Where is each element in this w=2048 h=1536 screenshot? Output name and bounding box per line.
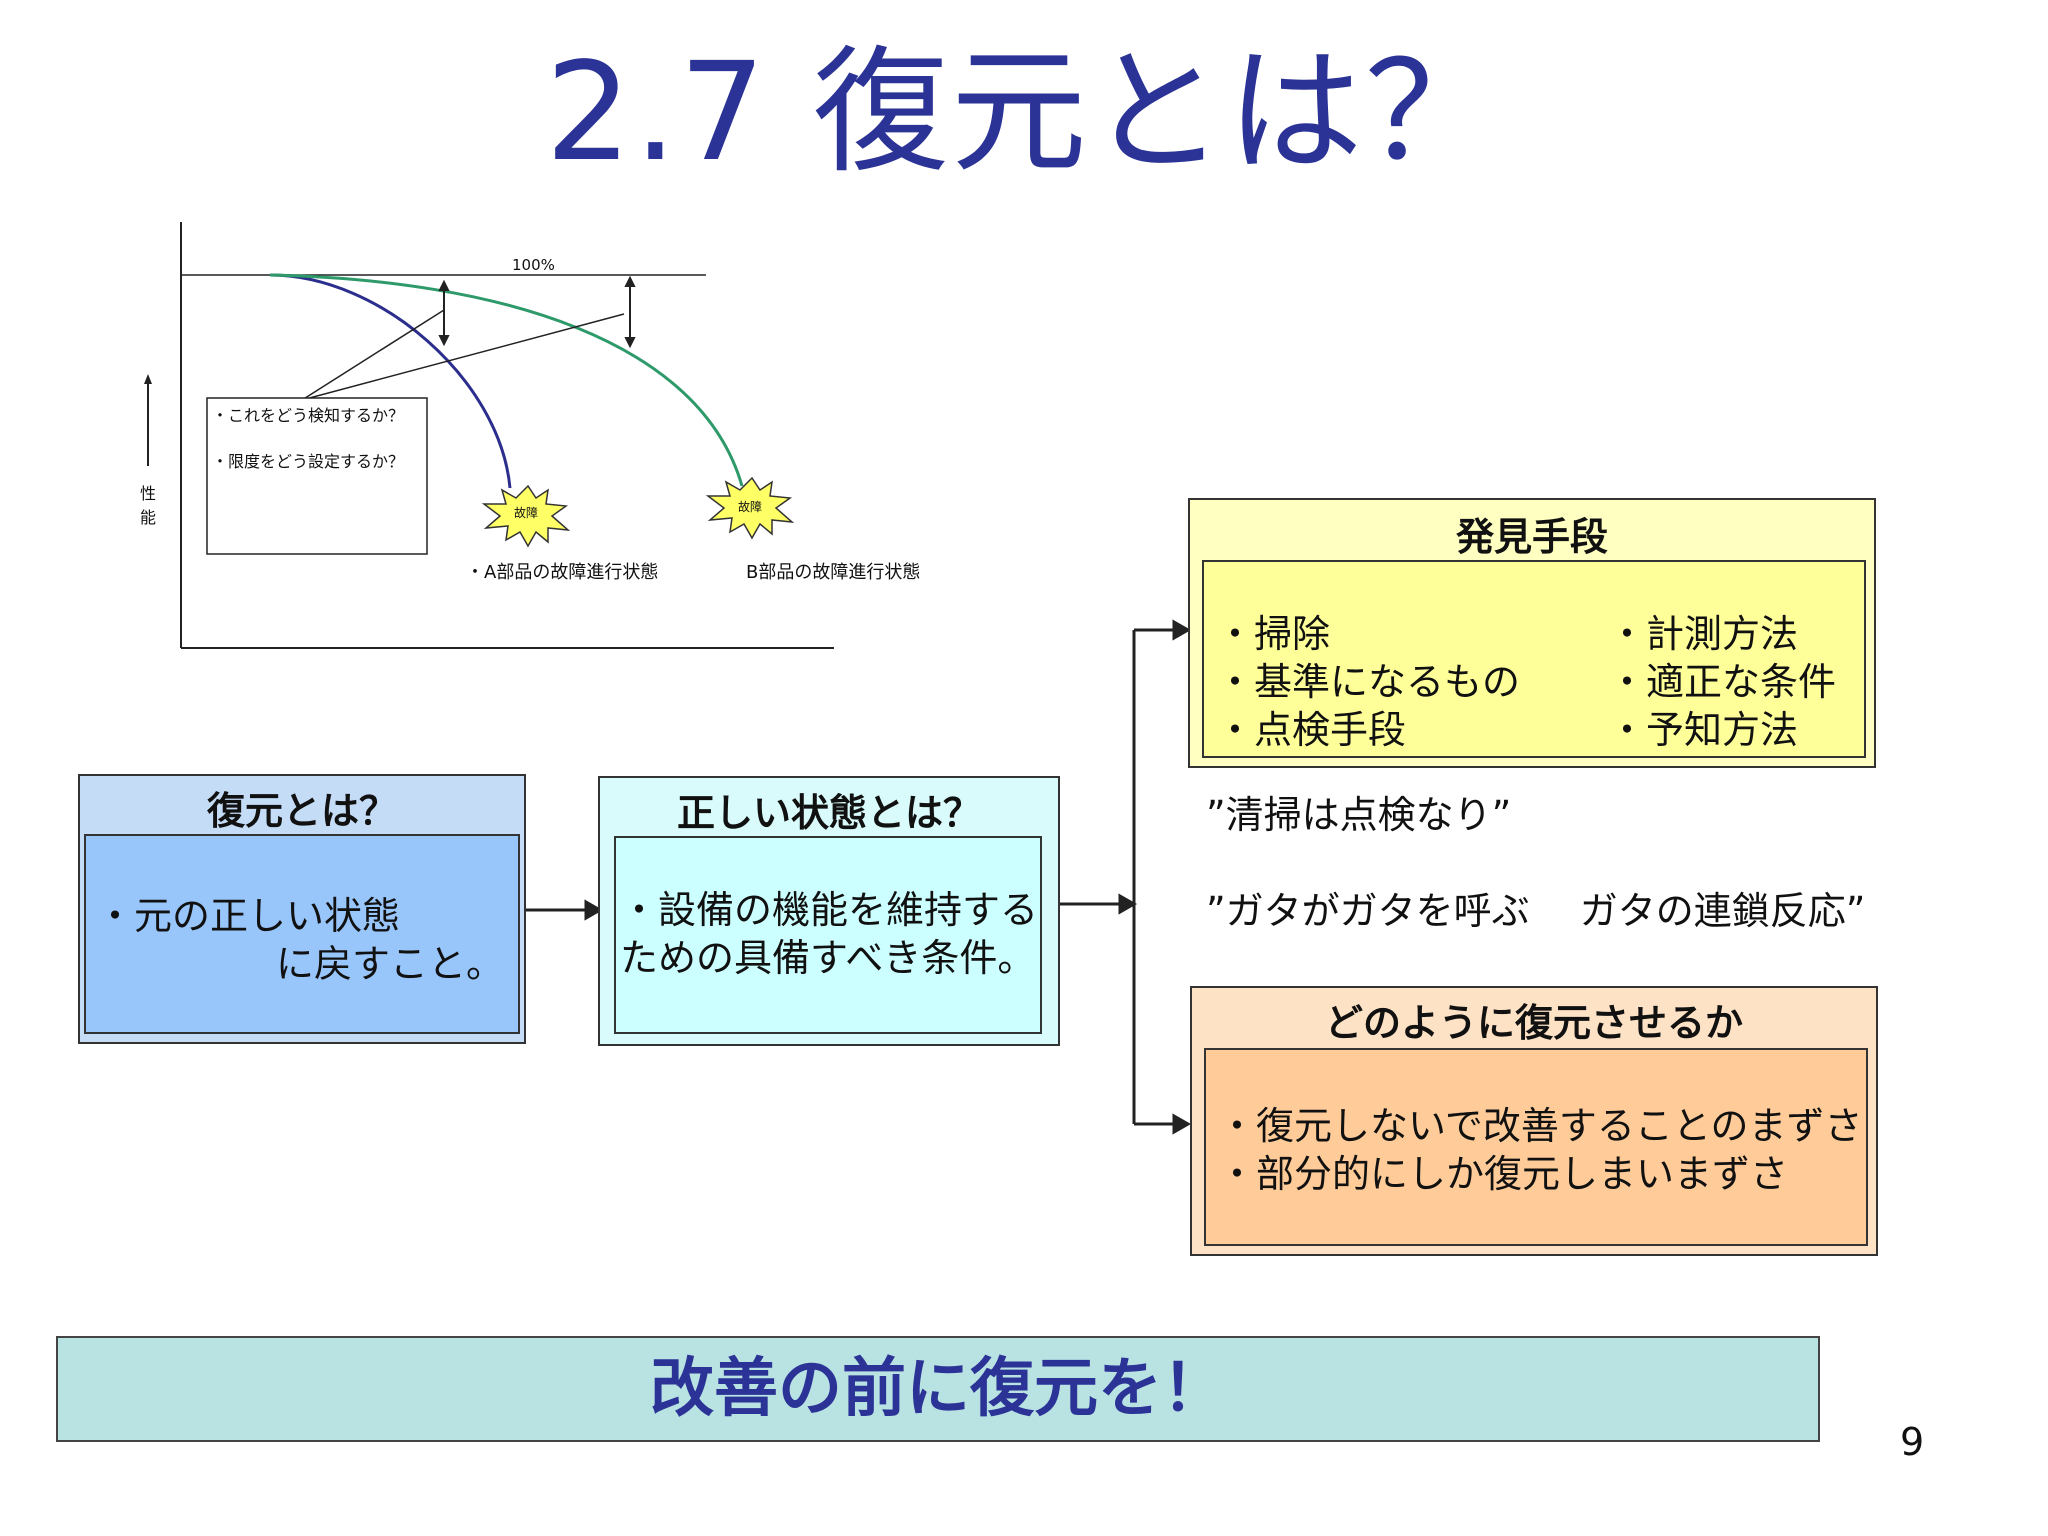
correct-state-box: 正しい状態とは？ ・設備の機能を維持する ための具備すべき条件。 <box>598 776 1060 1046</box>
arrow-to-how-head <box>1172 1113 1192 1135</box>
restore-box-body: ・元の正しい状態 に戻すこと。 <box>84 834 520 1034</box>
discovery-right-2: ・適正な条件 <box>1608 660 1837 704</box>
quote-cleaning: ”清掃は点検なり” <box>1206 793 1512 837</box>
gap-arrow-b-head-top <box>624 275 636 287</box>
failure-burst-a <box>481 484 571 548</box>
note-box <box>206 397 428 555</box>
caption-part-a: ・A部品の故障進行状態 <box>466 562 659 583</box>
correct-line-2: ための具備すべき条件。 <box>620 936 1036 980</box>
restore-box-header: 復元とは？ <box>206 789 397 833</box>
curve-part-a <box>269 273 512 489</box>
discovery-right-1: ・計測方法 <box>1608 612 1799 656</box>
failure-burst-b <box>705 476 795 540</box>
arrow-restore-to-correct-head <box>584 899 604 921</box>
arrow-correct-to-branch-head <box>1118 893 1138 915</box>
correct-line-1: ・設備の機能を維持する <box>620 888 1039 932</box>
curve-part-b <box>269 273 744 487</box>
quote-looseness: ”ガタがガタを呼ぶ ガタの連鎖反応” <box>1206 889 1866 933</box>
label-100-percent: 100% <box>512 256 555 274</box>
discovery-box: 発見手段 ・掃除 ・基準になるもの ・点検手段 ・計測方法 ・適正な条件 ・予知… <box>1188 498 1876 768</box>
arrow-to-discovery-head <box>1172 619 1192 641</box>
discovery-body: ・掃除 ・基準になるもの ・点検手段 ・計測方法 ・適正な条件 ・予知方法 <box>1202 560 1866 758</box>
discovery-right-3: ・予知方法 <box>1608 708 1799 752</box>
how-line-2: ・部分的にしか復元しまいまずさ <box>1218 1152 1789 1196</box>
y-axis-label-2: 能 <box>140 508 157 527</box>
discovery-left-2: ・基準になるもの <box>1216 660 1521 704</box>
note-line-limit: ・限度をどう設定するか？ <box>212 452 405 471</box>
discovery-left-3: ・点検手段 <box>1216 708 1407 752</box>
gap-arrow-a-head-top <box>438 279 450 291</box>
page-title: 2.7 復元とは？ <box>545 34 1503 192</box>
how-to-restore-box: どのように復元させるか ・復元しないで改善することのまずさ ・部分的にしか復元し… <box>1190 986 1878 1256</box>
restore-line-1: ・元の正しい状態 <box>96 894 401 938</box>
gap-arrow-b-head-bottom <box>624 337 636 349</box>
leader-line-a <box>301 309 445 401</box>
discovery-left-1: ・掃除 <box>1216 612 1331 656</box>
how-to-restore-header: どのように復元させるか <box>1324 1001 1743 1045</box>
how-to-restore-body: ・復元しないで改善することのまずさ ・部分的にしか復元しまいまずさ <box>1204 1048 1868 1246</box>
discovery-header: 発見手段 <box>1455 515 1608 559</box>
burst-label-a: 故障 <box>514 506 539 520</box>
restore-box: 復元とは？ ・元の正しい状態 に戻すこと。 <box>78 774 526 1044</box>
page-number: 9 <box>1900 1420 1925 1464</box>
correct-state-body: ・設備の機能を維持する ための具備すべき条件。 <box>614 836 1042 1034</box>
caption-part-b: B部品の故障進行状態 <box>746 562 921 583</box>
note-line-detect: ・これをどう検知するか？ <box>212 406 405 425</box>
how-line-1: ・復元しないで改善することのまずさ <box>1218 1104 1863 1148</box>
correct-state-header: 正しい状態とは？ <box>676 791 981 835</box>
gap-arrow-a-head-bottom <box>438 335 450 347</box>
leader-line-b <box>301 313 625 401</box>
restore-line-2: に戻すこと。 <box>276 942 505 986</box>
y-axis-label-1: 性 <box>140 484 157 503</box>
slogan-banner: 改善の前に復元を！ <box>56 1336 1820 1442</box>
burst-label-b: 故障 <box>738 500 763 514</box>
y-up-arrow-head <box>144 374 152 384</box>
